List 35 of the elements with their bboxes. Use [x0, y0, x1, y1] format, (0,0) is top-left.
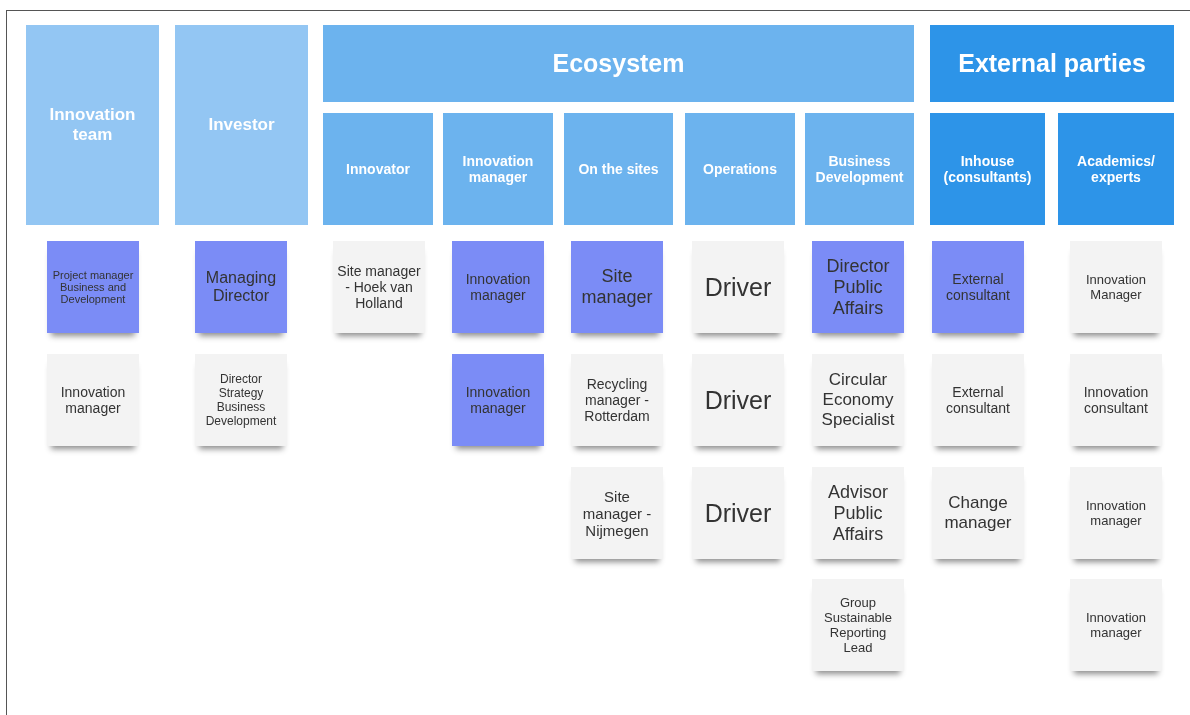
sticky-note: Group Sustainable Reporting Lead: [812, 579, 904, 671]
sticky-note: Change manager: [932, 467, 1024, 559]
sticky-note: Site manager - Hoek van Holland: [333, 241, 425, 333]
sticky-note: Director Strategy Business Development: [195, 354, 287, 446]
sticky-note: Innovation Manager: [1070, 241, 1162, 333]
column-header: Ecosystem: [323, 25, 914, 102]
sticky-note: Recycling manager - Rotterdam: [571, 354, 663, 446]
sticky-note: Project manager Business and Development: [47, 241, 139, 333]
column-header: Operations: [685, 113, 795, 225]
column-header: Business Development: [805, 113, 914, 225]
column-header: Innovation manager: [443, 113, 553, 225]
sticky-note: Innovation consultant: [1070, 354, 1162, 446]
sticky-note: Driver: [692, 241, 784, 333]
sticky-note: Circular Economy Specialist: [812, 354, 904, 446]
column-header: Innovator: [323, 113, 433, 225]
column-header: Innovation team: [26, 25, 159, 225]
column-header: Academics/ experts: [1058, 113, 1174, 225]
sticky-note: Director Public Affairs: [812, 241, 904, 333]
sticky-note: Innovation manager: [452, 241, 544, 333]
column-header: External parties: [930, 25, 1174, 102]
sticky-note: Innovation manager: [1070, 467, 1162, 559]
sticky-note: Driver: [692, 354, 784, 446]
sticky-note: Innovation manager: [452, 354, 544, 446]
sticky-note: Site manager: [571, 241, 663, 333]
sticky-note: Managing Director: [195, 241, 287, 333]
sticky-note: External consultant: [932, 354, 1024, 446]
sticky-note: External consultant: [932, 241, 1024, 333]
sticky-note: Innovation manager: [1070, 579, 1162, 671]
sticky-note: Driver: [692, 467, 784, 559]
sticky-note: Site manager - Nijmegen: [571, 467, 663, 559]
column-header: Investor: [175, 25, 308, 225]
sticky-note: Advisor Public Affairs: [812, 467, 904, 559]
column-header: On the sites: [564, 113, 673, 225]
sticky-note: Innovation manager: [47, 354, 139, 446]
column-header: Inhouse (consultants): [930, 113, 1045, 225]
